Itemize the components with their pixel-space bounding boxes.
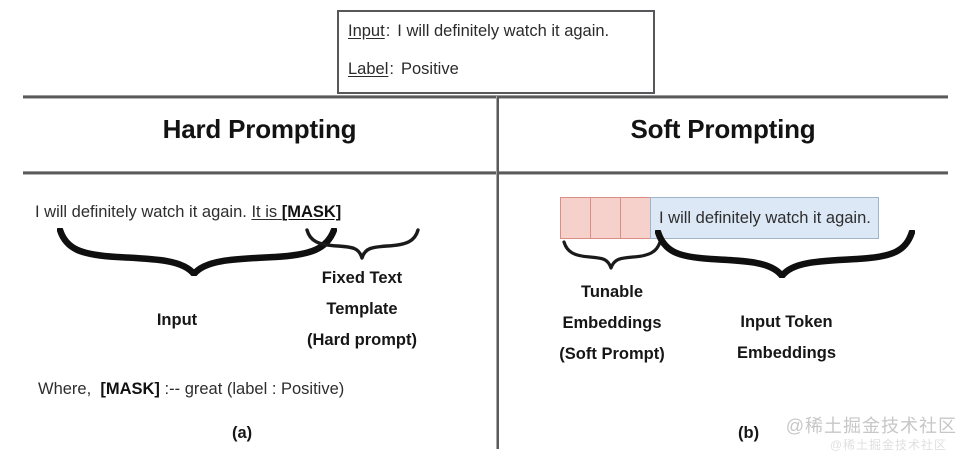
hard-prompt-template-brace-icon — [305, 228, 420, 260]
soft-prompt-tunable-brace-icon — [562, 240, 662, 270]
divider-below-titles — [23, 171, 948, 175]
tunable-embedding-cell — [620, 197, 651, 239]
template-label-line-1: Fixed Text — [321, 269, 403, 287]
figure-label-b: (b) — [738, 424, 760, 442]
example-label-value: Positive — [400, 60, 459, 78]
template-label-line-3: (Hard prompt) — [307, 331, 417, 349]
soft-prompt-input-brace-icon — [655, 230, 915, 278]
tunable-label-line-2: Embeddings — [562, 314, 662, 332]
example-input-line: Input: I will definitely watch it again. — [348, 21, 653, 41]
hard-prompt-template-text: It is — [251, 203, 278, 221]
column-title-hard-prompting: Hard Prompting — [162, 114, 357, 144]
tunable-label-line-3: (Soft Prompt) — [559, 345, 665, 363]
hard-prompt-input-brace-label: Input — [156, 311, 198, 329]
input-token-embedding-box: I will definitely watch it again. — [650, 197, 879, 239]
verbalizer-prefix: Where, — [38, 380, 92, 398]
hard-prompt-template-brace-label: Fixed Text Template (Hard prompt) — [272, 263, 452, 356]
hard-prompt-verbalizer-note: Where, [MASK] :-- great (label : Positiv… — [38, 380, 344, 399]
divider-above-titles — [23, 95, 948, 99]
tunable-embedding-cell — [590, 197, 621, 239]
column-title-soft-prompting: Soft Prompting — [630, 114, 816, 144]
input-token-embedding-text: I will definitely watch it again. — [659, 208, 871, 227]
tunable-embedding-cell — [560, 197, 591, 239]
soft-prompt-input-brace-label: Input Token Embeddings — [694, 307, 879, 369]
example-input-value: I will definitely watch it again. — [397, 22, 610, 40]
verbalizer-mask-token: [MASK] — [100, 380, 160, 398]
hard-prompt-input-brace-icon — [57, 228, 337, 276]
tunable-embedding-cells — [560, 197, 651, 239]
hard-prompt-mask-token: [MASK] — [281, 203, 342, 221]
input-token-label-line-2: Embeddings — [736, 344, 836, 362]
watermark-secondary: @稀土掘金技术社区 — [829, 438, 947, 452]
tunable-label-line-1: Tunable — [580, 283, 644, 301]
soft-prompt-token-row: I will definitely watch it again. — [560, 197, 879, 239]
example-label-key: Label — [348, 60, 389, 78]
input-token-label-line-1: Input Token — [740, 313, 833, 331]
example-input-separator: : — [385, 22, 391, 40]
template-label-line-2: Template — [326, 300, 398, 318]
hard-prompt-sentence: I will definitely watch it again. It is … — [35, 203, 341, 222]
example-box: Input:I will definitely watch it again. … — [337, 10, 655, 94]
divider-vertical-center — [496, 96, 499, 449]
figure-label-a: (a) — [232, 424, 253, 442]
hard-prompt-input-text: I will definitely watch it again. — [35, 203, 247, 221]
watermark: @稀土掘金技术社区 — [785, 416, 957, 436]
example-input-key: Input — [348, 22, 385, 40]
soft-prompt-tunable-brace-label: Tunable Embeddings (Soft Prompt) — [522, 277, 702, 370]
verbalizer-suffix: :-- great (label : Positive) — [164, 380, 345, 398]
example-label-line: Label: Positive — [348, 59, 653, 79]
example-label-separator: : — [389, 60, 394, 78]
